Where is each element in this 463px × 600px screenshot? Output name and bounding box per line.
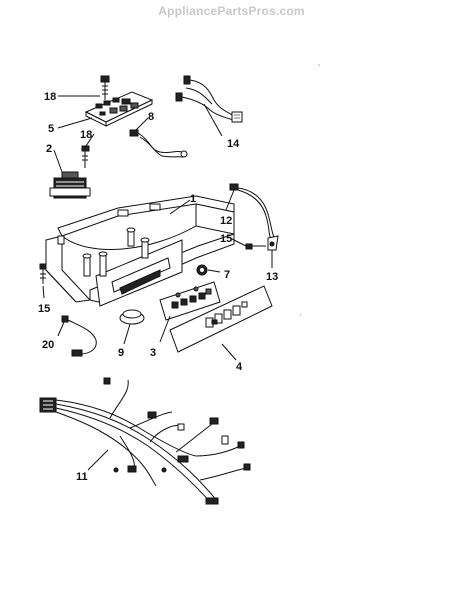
screw-15-left [39,263,47,284]
callout-1: 1 [190,193,196,205]
wire-harness-14 [175,75,243,123]
callout-labels: 18 5 18 2 8 14 1 12 15 13 7 15 20 9 3 4 … [38,91,278,483]
callout-12: 12 [220,215,232,227]
watermark: AppliancePartsPros.com [158,4,305,18]
callout-11: 11 [76,471,88,483]
screw-18-top [100,75,110,100]
overlay-panel-4 [169,285,273,353]
callout-15-right: 15 [220,233,232,245]
sensor-clip-13 [267,235,279,251]
leader-lines [42,95,273,471]
cap-9 [119,309,145,325]
callout-9: 9 [118,347,124,359]
callout-3: 3 [150,347,156,359]
wire-8 [129,129,188,158]
wire-20 [61,315,97,357]
housing-bosses [82,227,150,277]
callout-20: 20 [42,339,54,351]
callout-2: 2 [46,143,52,155]
grommet-7 [196,264,208,276]
callout-4: 4 [236,361,243,373]
wire-harness-11 [39,377,251,505]
control-housing-1 [45,195,235,307]
callout-7: 7 [224,269,230,281]
switch-board-3 [159,281,221,321]
transformer-2 [49,171,91,199]
control-board-5 [84,91,154,127]
callout-14: 14 [227,138,240,150]
screw-15-right [245,243,266,250]
stray-mark [317,63,321,67]
callout-15-left: 15 [38,303,50,315]
callout-18-mid: 18 [80,129,92,141]
thermistor-wire-12 [229,183,277,241]
callout-8: 8 [148,111,154,123]
screw-18-mid [81,145,90,168]
callout-13: 13 [266,271,278,283]
stray-mark [299,313,302,317]
callout-18-top: 18 [44,91,56,103]
callout-5: 5 [48,123,54,135]
